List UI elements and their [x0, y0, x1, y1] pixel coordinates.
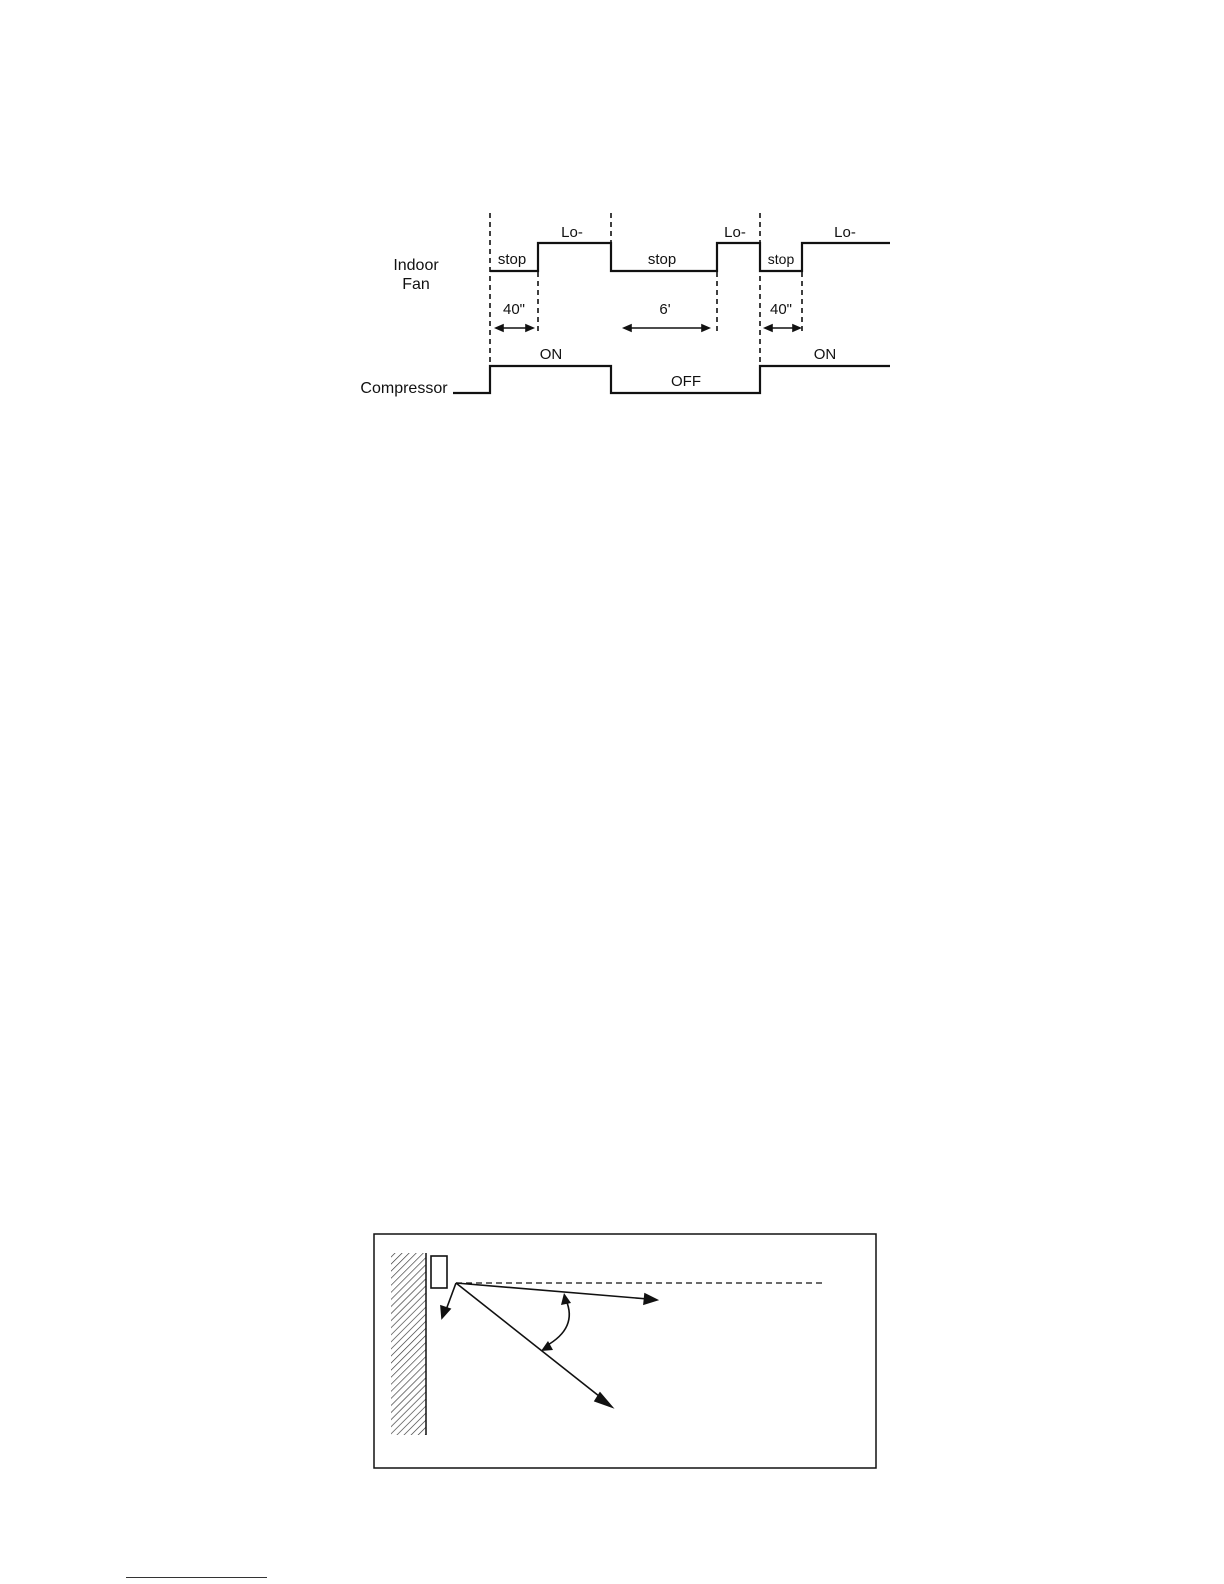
- swing-angle-arc: [546, 1300, 569, 1346]
- duration-label-3: 40": [770, 301, 792, 318]
- airflow-diagram: [0, 1220, 1224, 1490]
- indoor-fan-label: Indoor: [393, 257, 439, 274]
- fan-state-lo-2: Lo-: [724, 224, 746, 241]
- timing-diagram: Indoor Fan Compressor stop Lo- stop Lo- …: [0, 0, 1224, 430]
- fan-state-stop-2: stop: [648, 251, 676, 268]
- compressor-state-on-1: ON: [540, 346, 563, 363]
- fan-state-lo-1: Lo-: [561, 224, 583, 241]
- fan-state-stop-1: stop: [498, 251, 526, 268]
- compressor-state-off: OFF: [671, 373, 701, 390]
- indoor-fan-label-2: Fan: [402, 276, 430, 293]
- compressor-label: Compressor: [360, 380, 448, 397]
- swing-angle-arrowhead-top: [561, 1293, 571, 1305]
- duration-label-1: 40": [503, 301, 525, 318]
- figure-frame: [374, 1234, 876, 1468]
- airflow-arrow-upper: [456, 1283, 648, 1299]
- wall: [391, 1253, 426, 1435]
- compressor-state-on-2: ON: [814, 346, 837, 363]
- footnote-separator: [126, 1577, 267, 1578]
- airflow-arrow-lower: [456, 1283, 604, 1400]
- indoor-fan-waveform: [490, 243, 890, 271]
- indoor-unit: [431, 1256, 447, 1288]
- fan-state-lo-3: Lo-: [834, 224, 856, 241]
- fan-state-stop-3: stop: [768, 251, 795, 267]
- duration-label-2: 6': [659, 301, 670, 318]
